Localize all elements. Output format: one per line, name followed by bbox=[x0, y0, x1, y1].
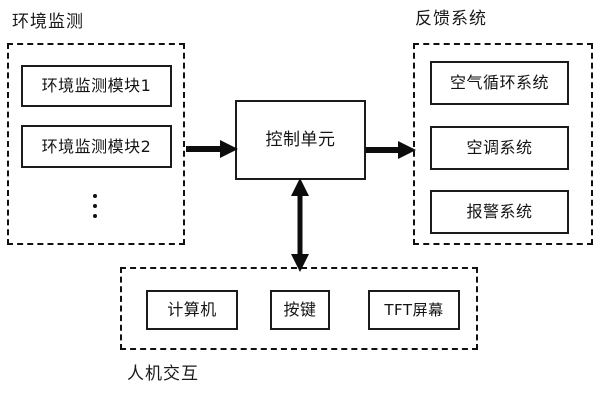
node-env-module-1[interactable]: 环境监测模块1 bbox=[21, 65, 172, 107]
vertical-ellipsis-icon bbox=[93, 194, 97, 218]
group-label-environment-monitoring: 环境监测 bbox=[12, 12, 84, 32]
group-environment-monitoring bbox=[7, 43, 185, 245]
group-label-human-machine-interaction: 人机交互 bbox=[127, 364, 199, 384]
node-air-circulation-system[interactable]: 空气循环系统 bbox=[430, 61, 569, 105]
node-computer[interactable]: 计算机 bbox=[146, 290, 238, 330]
group-feedback-system bbox=[413, 43, 593, 245]
node-air-conditioning-system[interactable]: 空调系统 bbox=[430, 126, 569, 170]
arrow-control-to-hmi-bidirectional bbox=[291, 178, 309, 272]
node-keys[interactable]: 按键 bbox=[270, 290, 330, 330]
arrow-control-to-feedback bbox=[366, 141, 416, 159]
node-env-module-2[interactable]: 环境监测模块2 bbox=[21, 125, 172, 168]
group-label-feedback-system: 反馈系统 bbox=[415, 9, 487, 29]
node-alarm-system[interactable]: 报警系统 bbox=[430, 190, 569, 234]
arrow-env-to-control bbox=[186, 140, 238, 158]
node-tft-screen[interactable]: TFT屏幕 bbox=[368, 290, 460, 330]
node-control-unit[interactable]: 控制单元 bbox=[235, 100, 366, 180]
